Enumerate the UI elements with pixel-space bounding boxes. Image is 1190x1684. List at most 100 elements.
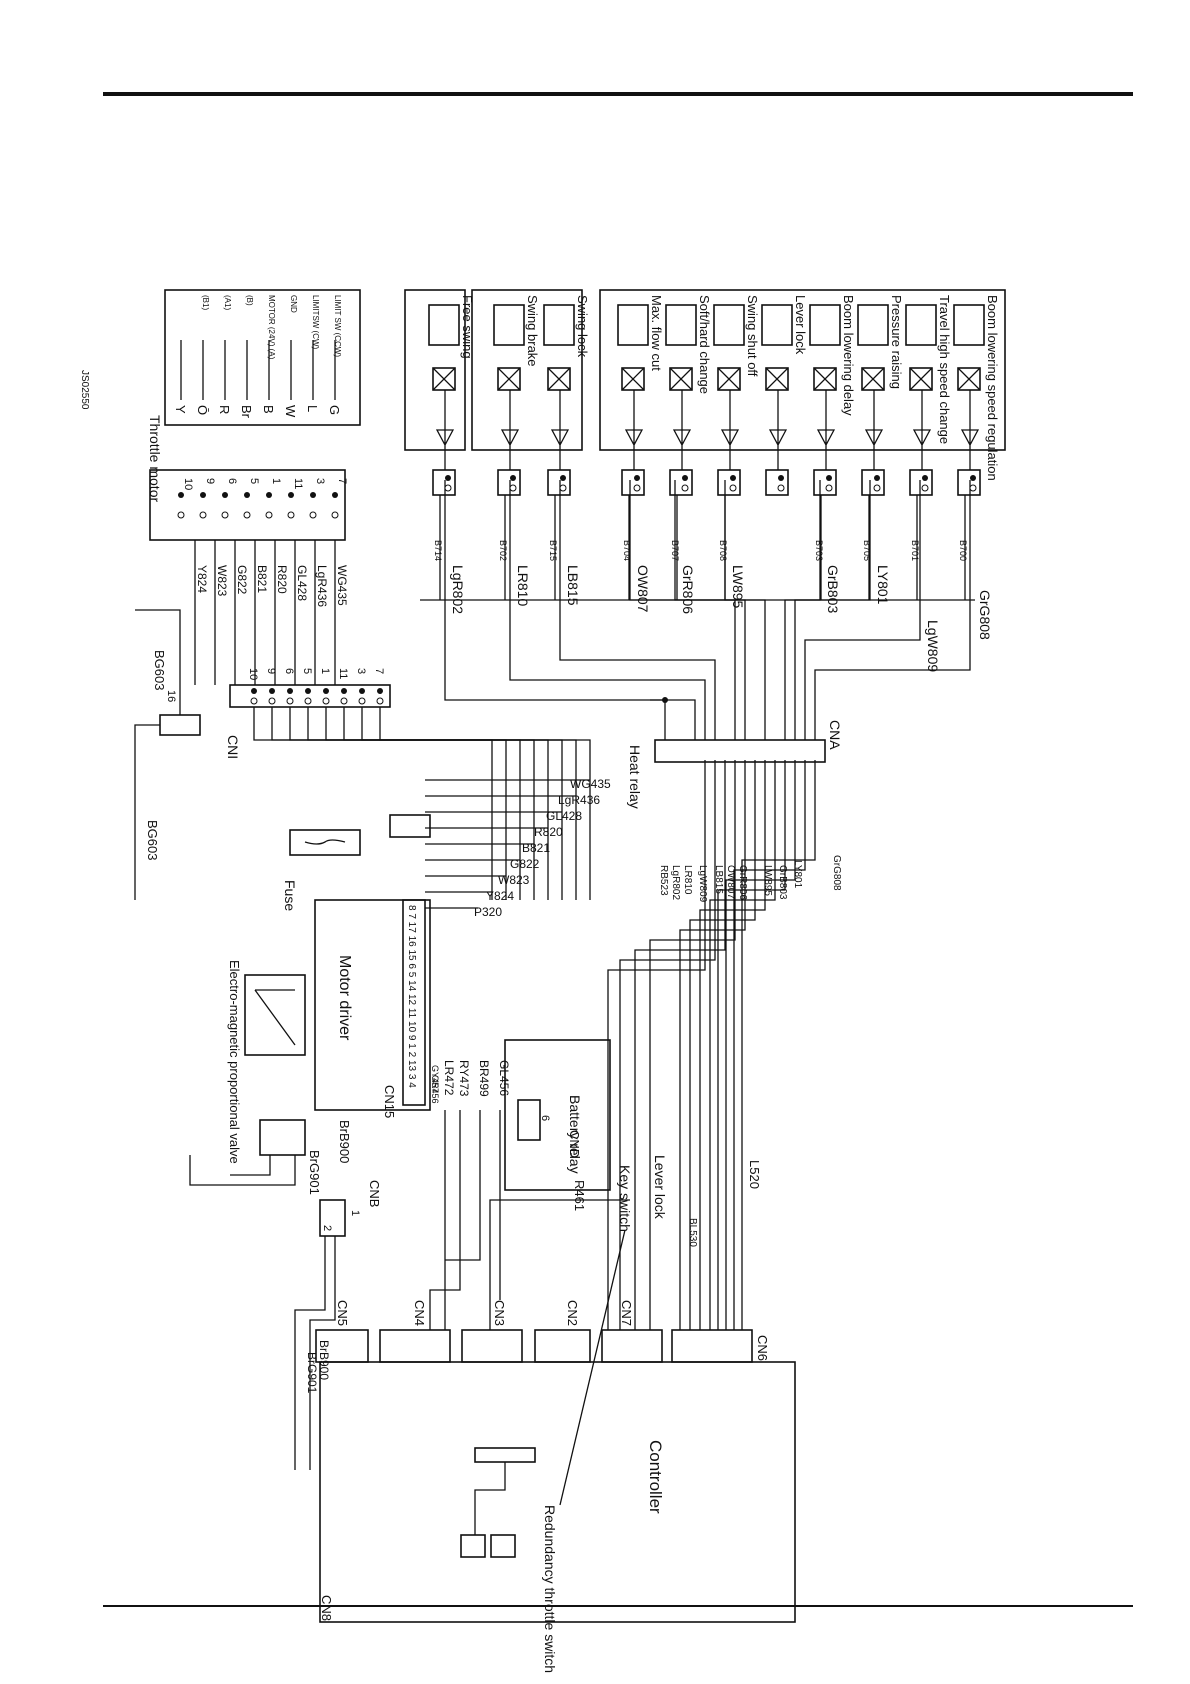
sol2-diode-1 xyxy=(500,390,520,470)
cni-pin-open-4 xyxy=(304,697,312,705)
tm-terminal-0: G xyxy=(327,405,342,415)
footer-rule xyxy=(103,1605,1133,1607)
sol2-pin-b-1 xyxy=(509,484,517,492)
tm-pin-dot-0 xyxy=(332,492,338,498)
sol1-name-7: Max. flow cut xyxy=(649,295,664,371)
sol1-ground-label-6: B707 xyxy=(670,540,680,561)
sol1-name-2: Pressure raising xyxy=(889,295,904,389)
l520-label: L520 xyxy=(747,1160,762,1189)
tm-pin-label-2: 11 xyxy=(292,478,304,489)
sol1-valve-cross-5 xyxy=(717,367,741,391)
wire-label-ly801: LY801 xyxy=(875,565,891,605)
brg901-label-bottom: BrG901 xyxy=(305,1352,319,1394)
sol3-ground-label-0: B714 xyxy=(433,540,443,561)
cn6-wire-label-4: LW895 xyxy=(762,865,773,896)
cn6-wire-label-3: GrB803 xyxy=(777,865,788,900)
redundancy-arrow xyxy=(559,1229,626,1506)
cni-pin-dot-0 xyxy=(377,688,383,694)
wire-label-lgr802: LgR802 xyxy=(450,565,466,614)
cna-label: CNA xyxy=(827,720,843,750)
rotated-schematic: Controller Redundancy throttle switch CN… xyxy=(79,289,1006,1673)
cn6-wire-label-5: GrR806 xyxy=(737,865,748,900)
cn6-label: CN6 xyxy=(755,1335,770,1361)
redundancy-switch-wire xyxy=(474,1462,506,1535)
sol3-diode-0 xyxy=(435,390,455,470)
tm-pin-open-6 xyxy=(199,511,207,519)
tm-inner-2: GND xyxy=(289,295,298,313)
sol1-ground-label-5: B708 xyxy=(718,540,728,561)
motor-driver-pin-numbers: 8 7 17 16 15 6 5 14 12 11 10 9 1 2 13 3 … xyxy=(406,905,417,1088)
sol1-diode-6 xyxy=(672,390,692,470)
wire-label-lr810: LR810 xyxy=(515,565,531,606)
cn6-bundle xyxy=(607,760,816,1330)
tm-pin-open-7 xyxy=(177,511,185,519)
md-wire-label-5: G822 xyxy=(510,857,540,871)
tm-terminal-1: L xyxy=(305,405,320,412)
cni-out-wire-5 xyxy=(289,707,521,900)
sol1-coil-4 xyxy=(761,304,793,346)
sol2-plug-1 xyxy=(497,469,521,496)
tm-pin-dot-2 xyxy=(288,492,294,498)
cnd-connector xyxy=(517,1099,541,1141)
sol1-valve-0 xyxy=(957,367,981,391)
cni-pin-dot-6 xyxy=(269,688,275,694)
sol1-diode-4 xyxy=(768,390,788,470)
sol2-pin-a-1 xyxy=(510,475,516,481)
key-switch-wire xyxy=(499,1199,630,1300)
tm-terminal-4: Br xyxy=(239,405,254,419)
tm-pin-dot-3 xyxy=(266,492,272,498)
cn7-label: CN7 xyxy=(619,1300,634,1326)
tm-terminal-3: B xyxy=(261,405,276,414)
tm-inner-1: LIMITSW (CW) xyxy=(311,295,320,350)
cni-pin-label-0: 7 xyxy=(373,668,385,674)
cnd-label: CND xyxy=(567,1130,582,1158)
wire-label-grb803: GrB803 xyxy=(825,565,841,613)
sol2-valve-0 xyxy=(547,367,571,391)
cni-pin-open-0 xyxy=(376,697,384,705)
tm-inner-3: MOTOR (24V) (A) xyxy=(267,295,276,360)
sol1-valve-3 xyxy=(813,367,837,391)
sol1-plug-7 xyxy=(621,469,645,496)
cni-pin-label-5: 6 xyxy=(283,668,295,674)
redundancy-label: Redundancy throttle switch xyxy=(542,1505,558,1673)
cnd-pin: 6 xyxy=(539,1115,551,1121)
tm-pin-dot-1 xyxy=(310,492,316,498)
bg603-pin: 16 xyxy=(165,690,177,702)
sol1-plug-6 xyxy=(669,469,693,496)
sol1-pin-b-3 xyxy=(825,484,833,492)
sol3-valve-0 xyxy=(432,367,456,391)
tm-terminal-7: Y xyxy=(173,405,188,414)
sol2-ground-label-0: B715 xyxy=(548,540,558,561)
sol1-coil-7 xyxy=(617,304,649,346)
sol1-diode-5 xyxy=(720,390,740,470)
controller-connectors: CN6 CN7 CN2 CN3 CN4 CN5 CN8 xyxy=(315,1300,770,1621)
sol1-valve-2 xyxy=(861,367,885,391)
tm-pin-dot-7 xyxy=(178,492,184,498)
cni-wire-label-6: W823 xyxy=(215,565,229,597)
header-rule xyxy=(103,92,1133,96)
sol3-coil-0 xyxy=(428,304,460,346)
cni-pin-dot-3 xyxy=(323,688,329,694)
cni-out-wire-7 xyxy=(253,707,493,900)
sol1-valve-cross-7 xyxy=(621,367,645,391)
cni-out-wire-6 xyxy=(271,707,507,900)
md-wire-label-0: WG435 xyxy=(570,777,611,791)
sol1-ground-label-1: B701 xyxy=(910,540,920,561)
cn15-pins-strip xyxy=(402,899,426,1106)
cni-wire-label-7: Y824 xyxy=(195,565,209,593)
sol1-pin-b-2 xyxy=(873,484,881,492)
sol1-ground-label-2: B705 xyxy=(862,540,872,561)
cni-pin-open-2 xyxy=(340,697,348,705)
cn6-wire-label-2: LY801 xyxy=(792,860,803,889)
em-valve-label: Electro-magnetic proportional valve xyxy=(227,960,242,1164)
cn15-wire-br499: BR499 xyxy=(477,1060,491,1097)
redundancy-switch-body-1 xyxy=(490,1534,516,1558)
sol1-name-0: Boom lowering speed regulation xyxy=(985,295,1000,481)
cnb-pin-2: 2 xyxy=(321,1225,333,1231)
cn6-wire-label-10: LgR802 xyxy=(670,865,681,900)
